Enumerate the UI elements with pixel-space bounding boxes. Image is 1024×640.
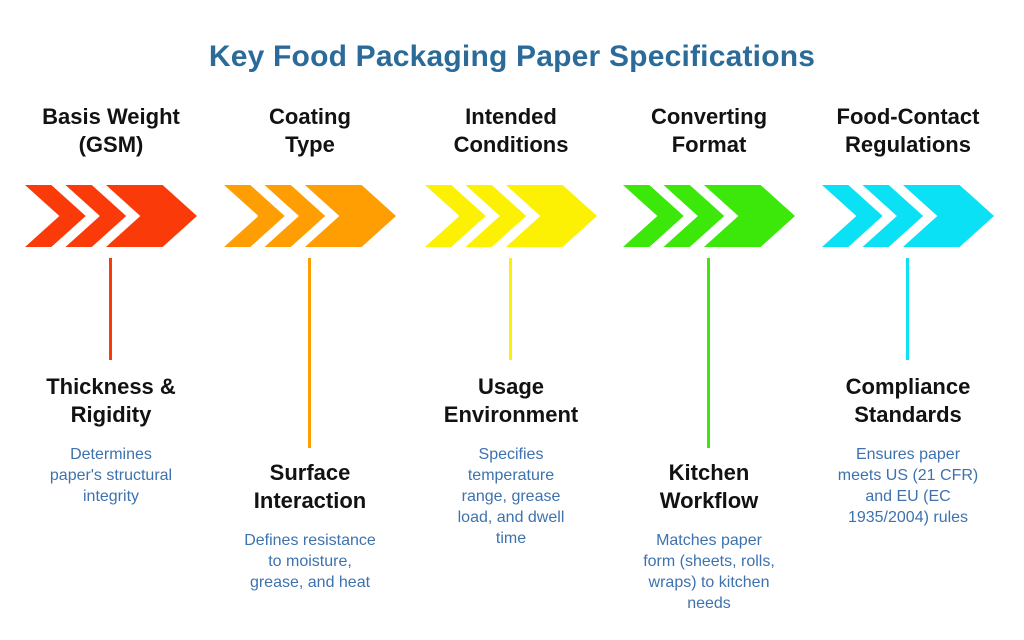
column-basis-weight: Basis Weight (GSM) Thickness & Rigidity … xyxy=(11,103,211,640)
column-subtitle: Usage Environment xyxy=(443,374,579,427)
connector-line xyxy=(509,258,512,360)
column-food-contact-regulations: Food-Contact Regulations Compliance Stan… xyxy=(808,103,1008,640)
column-description: Matches paper form (sheets, rolls, wraps… xyxy=(643,532,775,612)
column-header: Basis Weight (GSM) xyxy=(42,104,180,157)
column-description: Determines paper's structural integrity xyxy=(49,446,173,505)
column-converting-format: Converting Format Kitchen Workflow Match… xyxy=(609,103,809,640)
chevron-arrows-icon xyxy=(224,185,396,247)
column-description: Specifies temperature range, grease load… xyxy=(457,446,565,547)
chevron-arrows-icon xyxy=(425,185,597,247)
column-header: Coating Type xyxy=(269,104,351,157)
column-subtitle: Kitchen Workflow xyxy=(659,460,759,513)
chevron-arrows-icon xyxy=(822,185,994,247)
column-header: Converting Format xyxy=(650,104,768,157)
connector-line xyxy=(906,258,909,360)
chevron-arrows-icon xyxy=(623,185,795,247)
column-header: Intended Conditions xyxy=(453,104,569,157)
connector-line xyxy=(707,258,710,448)
column-description: Defines resistance to moisture, grease, … xyxy=(244,532,376,591)
column-intended-conditions: Intended Conditions Usage Environment Sp… xyxy=(411,103,611,640)
column-subtitle: Compliance Standards xyxy=(845,374,971,427)
page-title: Key Food Packaging Paper Specifications xyxy=(208,40,816,73)
column-subtitle: Surface Interaction xyxy=(253,460,367,513)
column-description: Ensures paper meets US (21 CFR) and EU (… xyxy=(837,446,979,526)
connector-line xyxy=(308,258,311,448)
chevron-arrows-icon xyxy=(25,185,197,247)
column-subtitle: Thickness & Rigidity xyxy=(46,374,176,427)
column-coating-type: Coating Type Surface Interaction Defines… xyxy=(210,103,410,640)
connector-line xyxy=(109,258,112,360)
column-header: Food-Contact Regulations xyxy=(836,104,980,157)
